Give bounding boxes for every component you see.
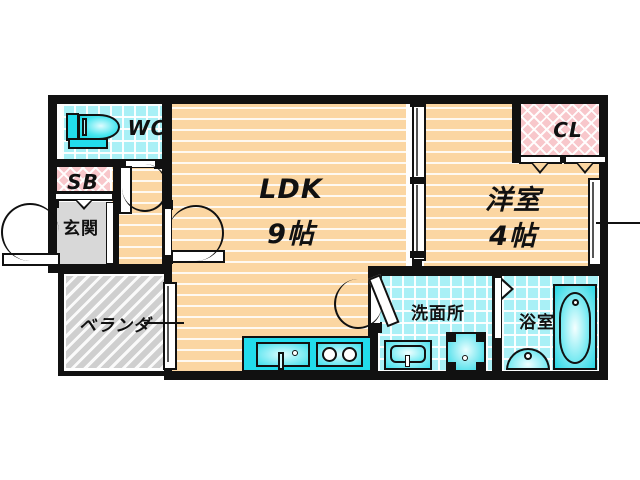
room-label-entrance: 玄関: [63, 219, 99, 239]
room-floor-closet: [520, 98, 599, 155]
entrance-door-swing-arc: [1, 203, 59, 261]
wall-closet-left: [512, 95, 521, 163]
bedroom-window-leader-line: [596, 222, 640, 224]
room-floor-shoe-box: [56, 167, 110, 193]
room-label-shoe-box: SB: [67, 170, 99, 194]
washer-drain: [462, 355, 468, 361]
room-label-bathroom: 浴室: [519, 313, 555, 333]
room-label-balcony: ベランダ: [79, 316, 151, 336]
kitchen-sink-drain: [292, 350, 298, 356]
room-floor-balcony: [66, 276, 164, 368]
wall-balcony-left: [58, 272, 63, 376]
closet-marker-left-inner: [533, 163, 547, 171]
room-label-western-room-name: 洋室: [485, 185, 541, 216]
hall-to-ldk-door-opening: [164, 209, 172, 255]
kitchen-faucet: [278, 352, 284, 370]
stove-burner-left: [322, 347, 337, 362]
wall-wc-bottom: [48, 159, 172, 167]
washroom-door-swing-arc: [334, 279, 382, 329]
room-floor-western-room: [424, 98, 599, 266]
washer-corner-tl: [448, 334, 456, 342]
washer-corner-bl: [448, 362, 456, 370]
washer-corner-tr: [476, 334, 484, 342]
wall-entrance-right: [113, 167, 119, 264]
toilet-base: [68, 138, 108, 149]
wall-exterior-left-upper: [48, 95, 57, 272]
balcony-window-frame[interactable]: [163, 282, 177, 370]
stove-burner-right: [342, 347, 357, 362]
wall-wc-right: [162, 95, 172, 167]
wall-washroom-top: [368, 266, 608, 276]
room-floor-ldk: [168, 98, 406, 376]
wall-entrance-bottom: [48, 264, 172, 273]
wall-exterior-bottom: [164, 371, 608, 380]
room-label-ldk-size: 9帖: [267, 219, 315, 250]
closet-marker-right-inner: [578, 163, 592, 171]
bathroom-door-fold-marker-inner: [502, 281, 511, 297]
hall-to-ldk-door-swing-arc: [168, 205, 224, 261]
shower-seat-knob: [524, 352, 532, 360]
wall-exterior-top: [48, 95, 604, 104]
sliding-door-panel-lower[interactable]: [412, 181, 426, 261]
bathtub-drain: [572, 299, 579, 306]
room-floor-entrance: [56, 202, 106, 264]
toilet-lid-detail: [82, 118, 87, 136]
shoe-box-door-marker-inner: [77, 200, 91, 207]
room-label-western-room-size: 4帖: [489, 221, 537, 252]
room-label-ldk-name: LDK: [259, 174, 323, 205]
wall-exterior-right: [599, 95, 608, 380]
wall-balcony-bottom: [58, 371, 170, 376]
wall-ldk-bedroom-bottom-stub: [412, 256, 422, 268]
room-label-toilet: WC: [127, 116, 167, 140]
vanity-faucet: [405, 355, 410, 367]
toilet-tank: [66, 113, 79, 141]
room-label-closet: CL: [553, 118, 583, 142]
washer-corner-br: [476, 362, 484, 370]
bathroom-door-opening: [494, 278, 502, 338]
room-label-washroom: 洗面所: [411, 304, 465, 324]
balcony-leader-line: [144, 322, 184, 324]
wc-door-swing-arc: [122, 164, 168, 212]
sliding-door-panel-upper[interactable]: [412, 104, 426, 184]
